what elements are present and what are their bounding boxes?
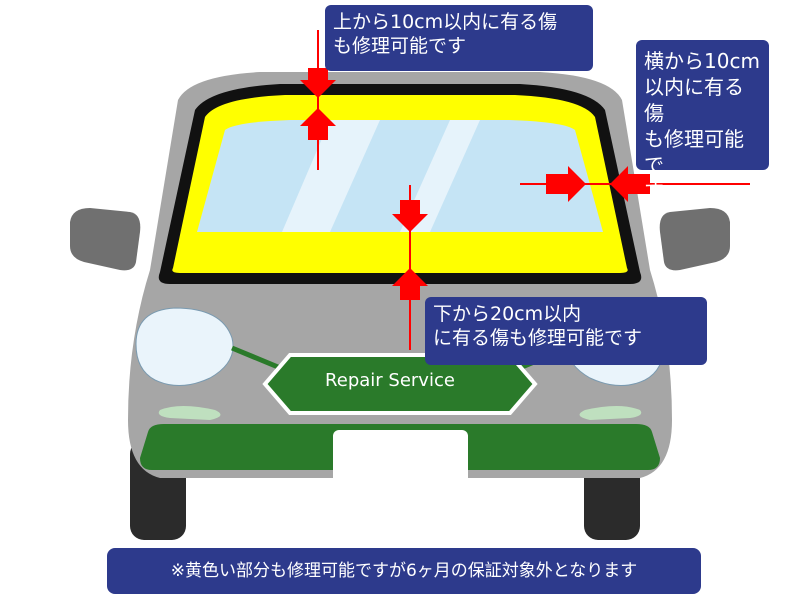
- callout-text: 上から10cm以内に有る傷: [333, 11, 558, 33]
- arrow-down-icon: [300, 68, 336, 98]
- top-callout: 上から10cm以内に有る傷 も修理可能です: [325, 5, 593, 71]
- warranty-note: ※黄色い部分も修理可能ですが6ヶ月の保証対象外となります: [107, 548, 701, 594]
- callout-text: も修理可能です: [333, 34, 467, 57]
- glass-reflection: [282, 120, 380, 232]
- grille-label: Repair Service: [325, 370, 455, 391]
- bottom-callout: 下から20cm以内 に有る傷も修理可能です: [425, 297, 707, 365]
- arrow-down-icon: [392, 200, 428, 232]
- arrow-up-icon: [392, 268, 428, 300]
- arrow-left-icon: [610, 166, 650, 202]
- callout-text: す: [644, 179, 664, 203]
- arrow-right-icon: [546, 166, 586, 202]
- right-fog-light: [579, 406, 642, 420]
- callout-text: も修理可能で: [644, 127, 744, 177]
- right-mirror: [659, 208, 730, 271]
- callout-text: に有る傷も修理可能です: [433, 326, 643, 349]
- license-plate: [333, 430, 468, 498]
- callout-text: 下から20cm以内: [433, 303, 582, 325]
- callout-text: 横から10cm: [644, 49, 760, 73]
- left-headlight: [135, 307, 234, 386]
- arrow-up-icon: [300, 108, 336, 140]
- left-mirror: [70, 208, 141, 271]
- callout-text: 以内に有る傷: [644, 75, 744, 125]
- side-callout: 横から10cm 以内に有る傷 も修理可能で す: [636, 40, 769, 203]
- left-fog-light: [158, 406, 221, 420]
